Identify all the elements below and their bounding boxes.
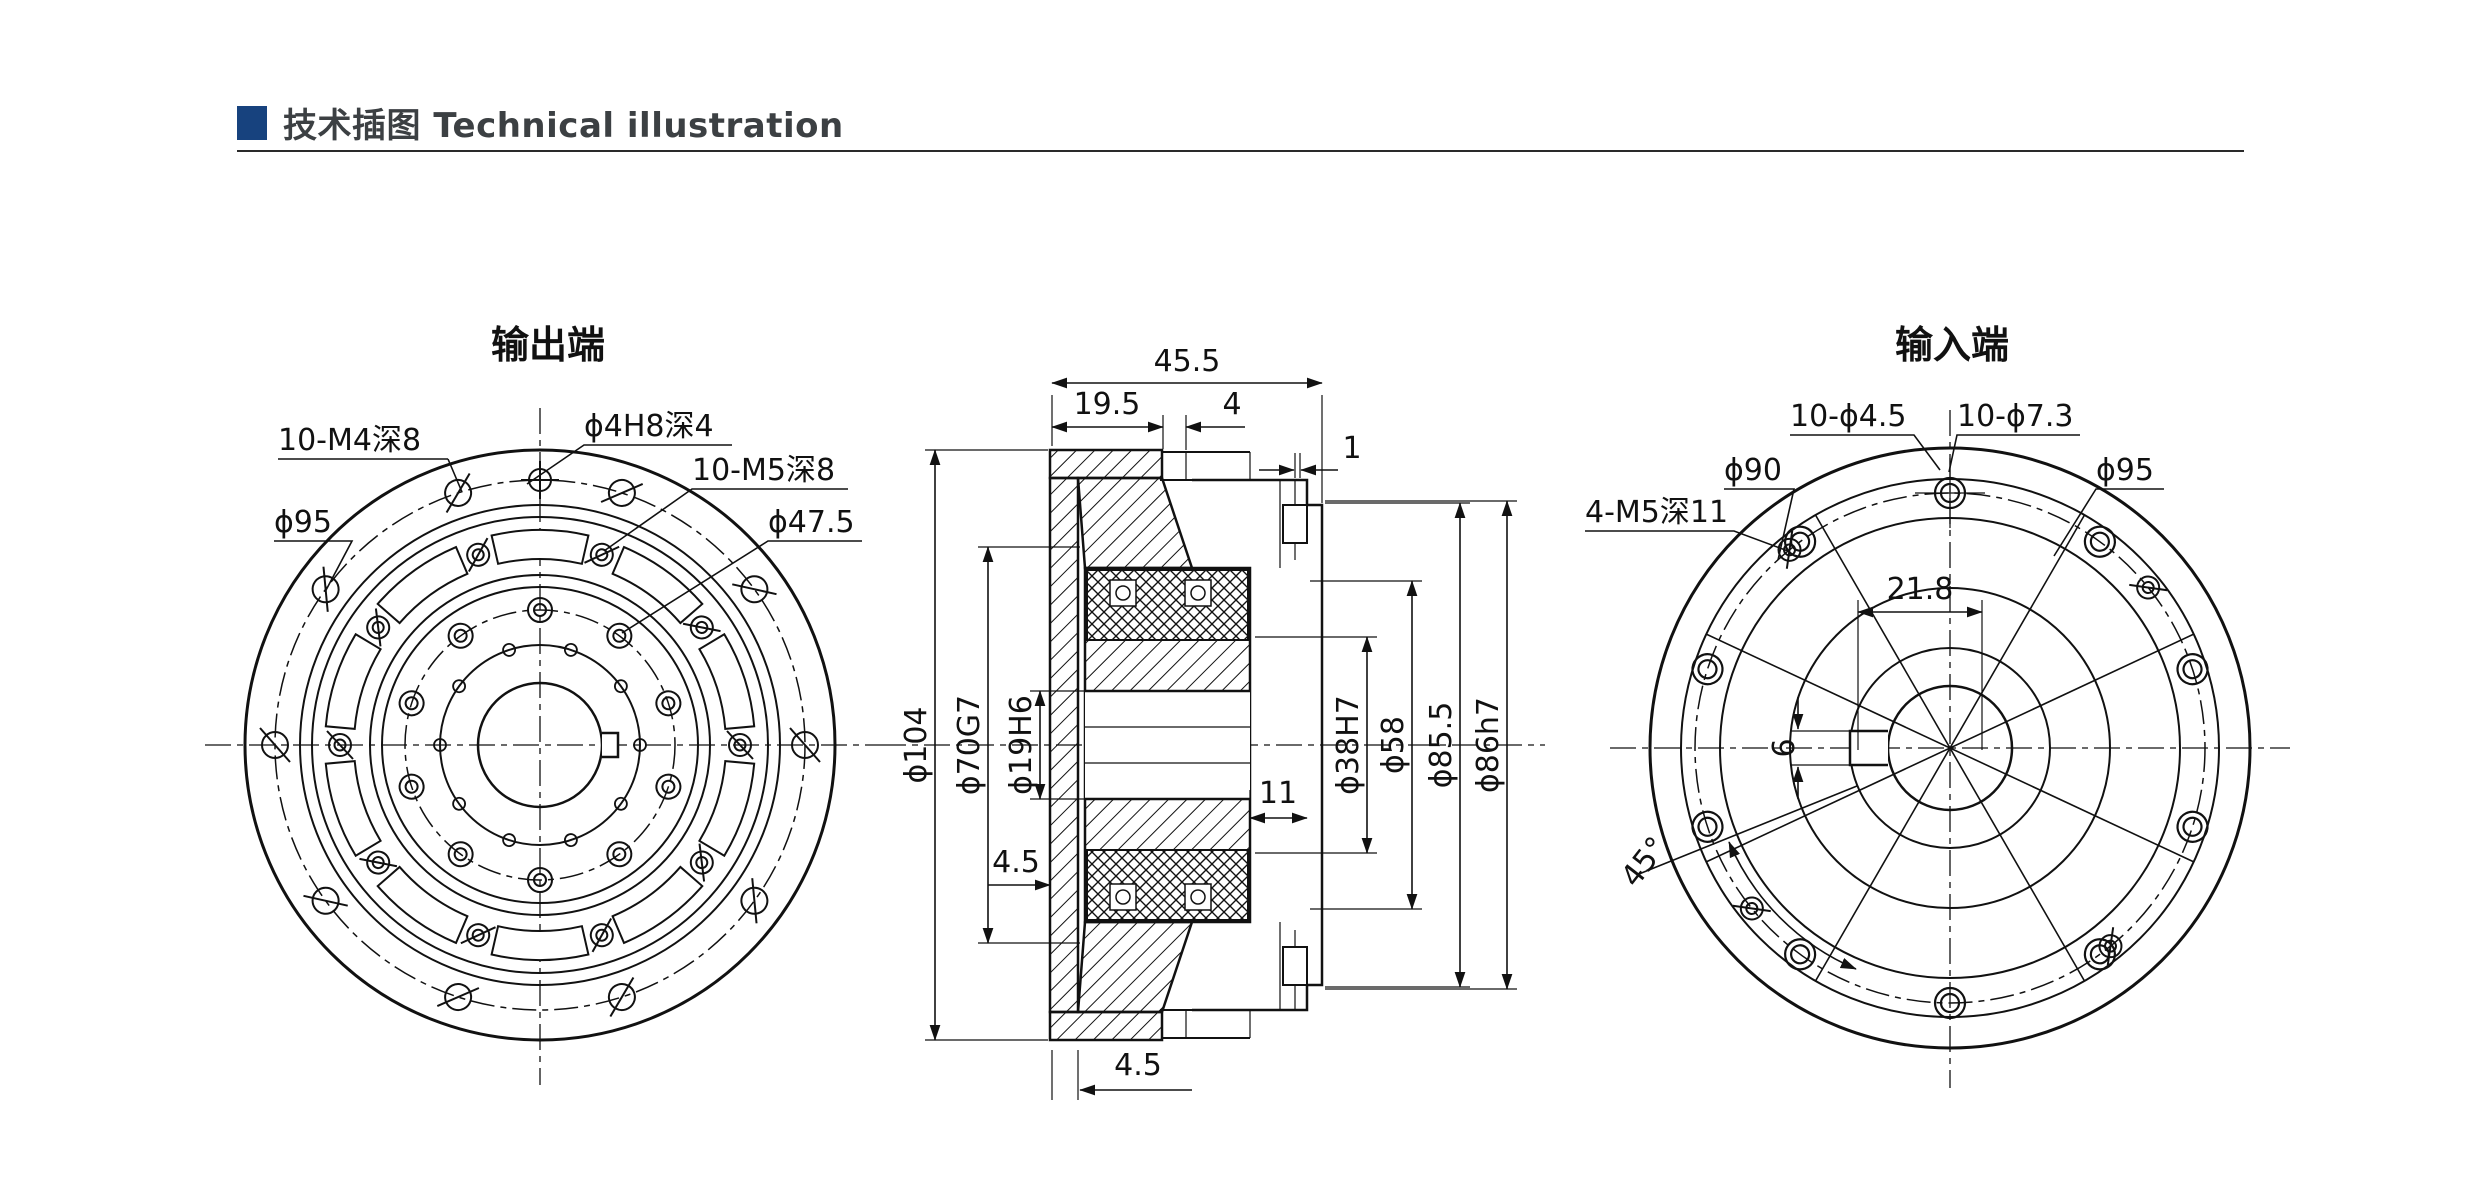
page-title: 技术插图 Technical illustration — [283, 106, 844, 146]
dim-4-5-left: 4.5 — [992, 845, 1040, 880]
dim-total-width: 45.5 — [1154, 344, 1221, 379]
label-bolt-circle-95: ϕ95 — [274, 505, 332, 540]
section-flange — [1048, 448, 1194, 1042]
label-holes-small: 10-ϕ4.5 — [1790, 399, 1907, 434]
dim-shaft-bore: ϕ19H6 — [1004, 695, 1039, 795]
output-view: 输出端 — [205, 323, 880, 1085]
output-view-title: 输出端 — [491, 323, 605, 367]
dim-11: 11 — [1259, 776, 1297, 811]
input-view: 输入端 — [1585, 323, 2290, 1088]
dim-bore-38: ϕ38H7 — [1331, 695, 1366, 795]
label-bolt-inner: 10-M5深8 — [692, 453, 835, 488]
input-spokes — [1705, 514, 2195, 982]
input-view-title: 输入端 — [1895, 323, 2009, 367]
output-leader-labels: 10-M4深8 ϕ4H8深4 10-M5深8 ϕ95 ϕ47.5 — [274, 409, 862, 634]
input-leader-labels: 10-ϕ4.5 10-ϕ7.3 ϕ90 4-M5深11 ϕ95 — [1585, 399, 2164, 561]
dim-keyway-span: 21.8 — [1887, 572, 1954, 607]
section-hub — [1083, 566, 1252, 924]
section-header: 技术插图 Technical illustration — [237, 98, 844, 147]
dim-flange-od: ϕ104 — [899, 706, 934, 783]
dim-flange-width: 19.5 — [1074, 387, 1141, 422]
label-pin-hole: ϕ4H8深4 — [584, 409, 714, 444]
output-keyway — [602, 731, 620, 759]
label-inner-circle-47-5: ϕ47.5 — [768, 505, 855, 540]
label-bolt-circle-90: ϕ90 — [1724, 453, 1782, 488]
dim-step: 4 — [1222, 387, 1241, 422]
label-bolt-outer: 10-M4深8 — [278, 423, 421, 458]
dim-dia-85-5: ϕ85.5 — [1424, 702, 1459, 789]
dim-dia-58: ϕ58 — [1376, 716, 1411, 774]
dim-lip: 1 — [1342, 431, 1361, 466]
dim-keyway-width: 6 — [1767, 738, 1802, 757]
input-keyway — [1848, 729, 1888, 767]
header-accent-square-icon — [237, 105, 267, 140]
section-housing — [1160, 451, 1324, 1039]
input-dimensions: 21.8 6 45° — [1614, 572, 1983, 970]
dim-housing-od: ϕ86h7 — [1471, 697, 1506, 793]
label-bolt-threaded: 4-M5深11 — [1585, 495, 1728, 530]
section-view: 45.5 19.5 4 1 ϕ104 ϕ70G7 — [880, 344, 1545, 1100]
label-holes-large: 10-ϕ7.3 — [1957, 399, 2074, 434]
dim-spigot: ϕ70G7 — [952, 695, 987, 795]
section-dimensions: 45.5 19.5 4 1 ϕ104 ϕ70G7 — [899, 344, 1517, 1100]
header-rule — [237, 150, 2244, 152]
label-od-95: ϕ95 — [2096, 453, 2154, 488]
dim-4-5-bottom: 4.5 — [1114, 1048, 1162, 1083]
